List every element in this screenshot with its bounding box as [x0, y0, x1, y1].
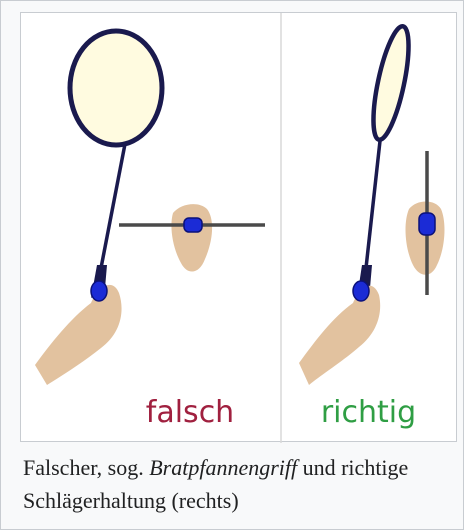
racket-head [70, 31, 162, 145]
figure-image: falsch richtig [20, 12, 457, 442]
grip-side-view-left [184, 218, 202, 232]
hand-side-view-left [171, 204, 212, 271]
correct-grip-racket [299, 24, 444, 385]
figure-caption: Falscher, sog. Bratpfannengriff und rich… [23, 451, 455, 517]
grip-side-view-right [419, 213, 435, 235]
wrong-grip-racket [35, 31, 265, 385]
racket-grip-illustration [21, 13, 458, 443]
racket-shaft [101, 144, 125, 268]
hand-left [35, 285, 122, 385]
hand-right [299, 286, 380, 385]
grip-left [91, 281, 107, 301]
racket-head-edge [366, 24, 416, 143]
grip-right [353, 281, 369, 301]
racket-shaft-right [366, 141, 380, 268]
label-wrong: falsch [99, 396, 281, 430]
caption-term: Bratpfannengriff [149, 455, 297, 480]
caption-text-1: Falscher, sog. [23, 455, 149, 480]
label-correct: richtig [281, 396, 456, 430]
